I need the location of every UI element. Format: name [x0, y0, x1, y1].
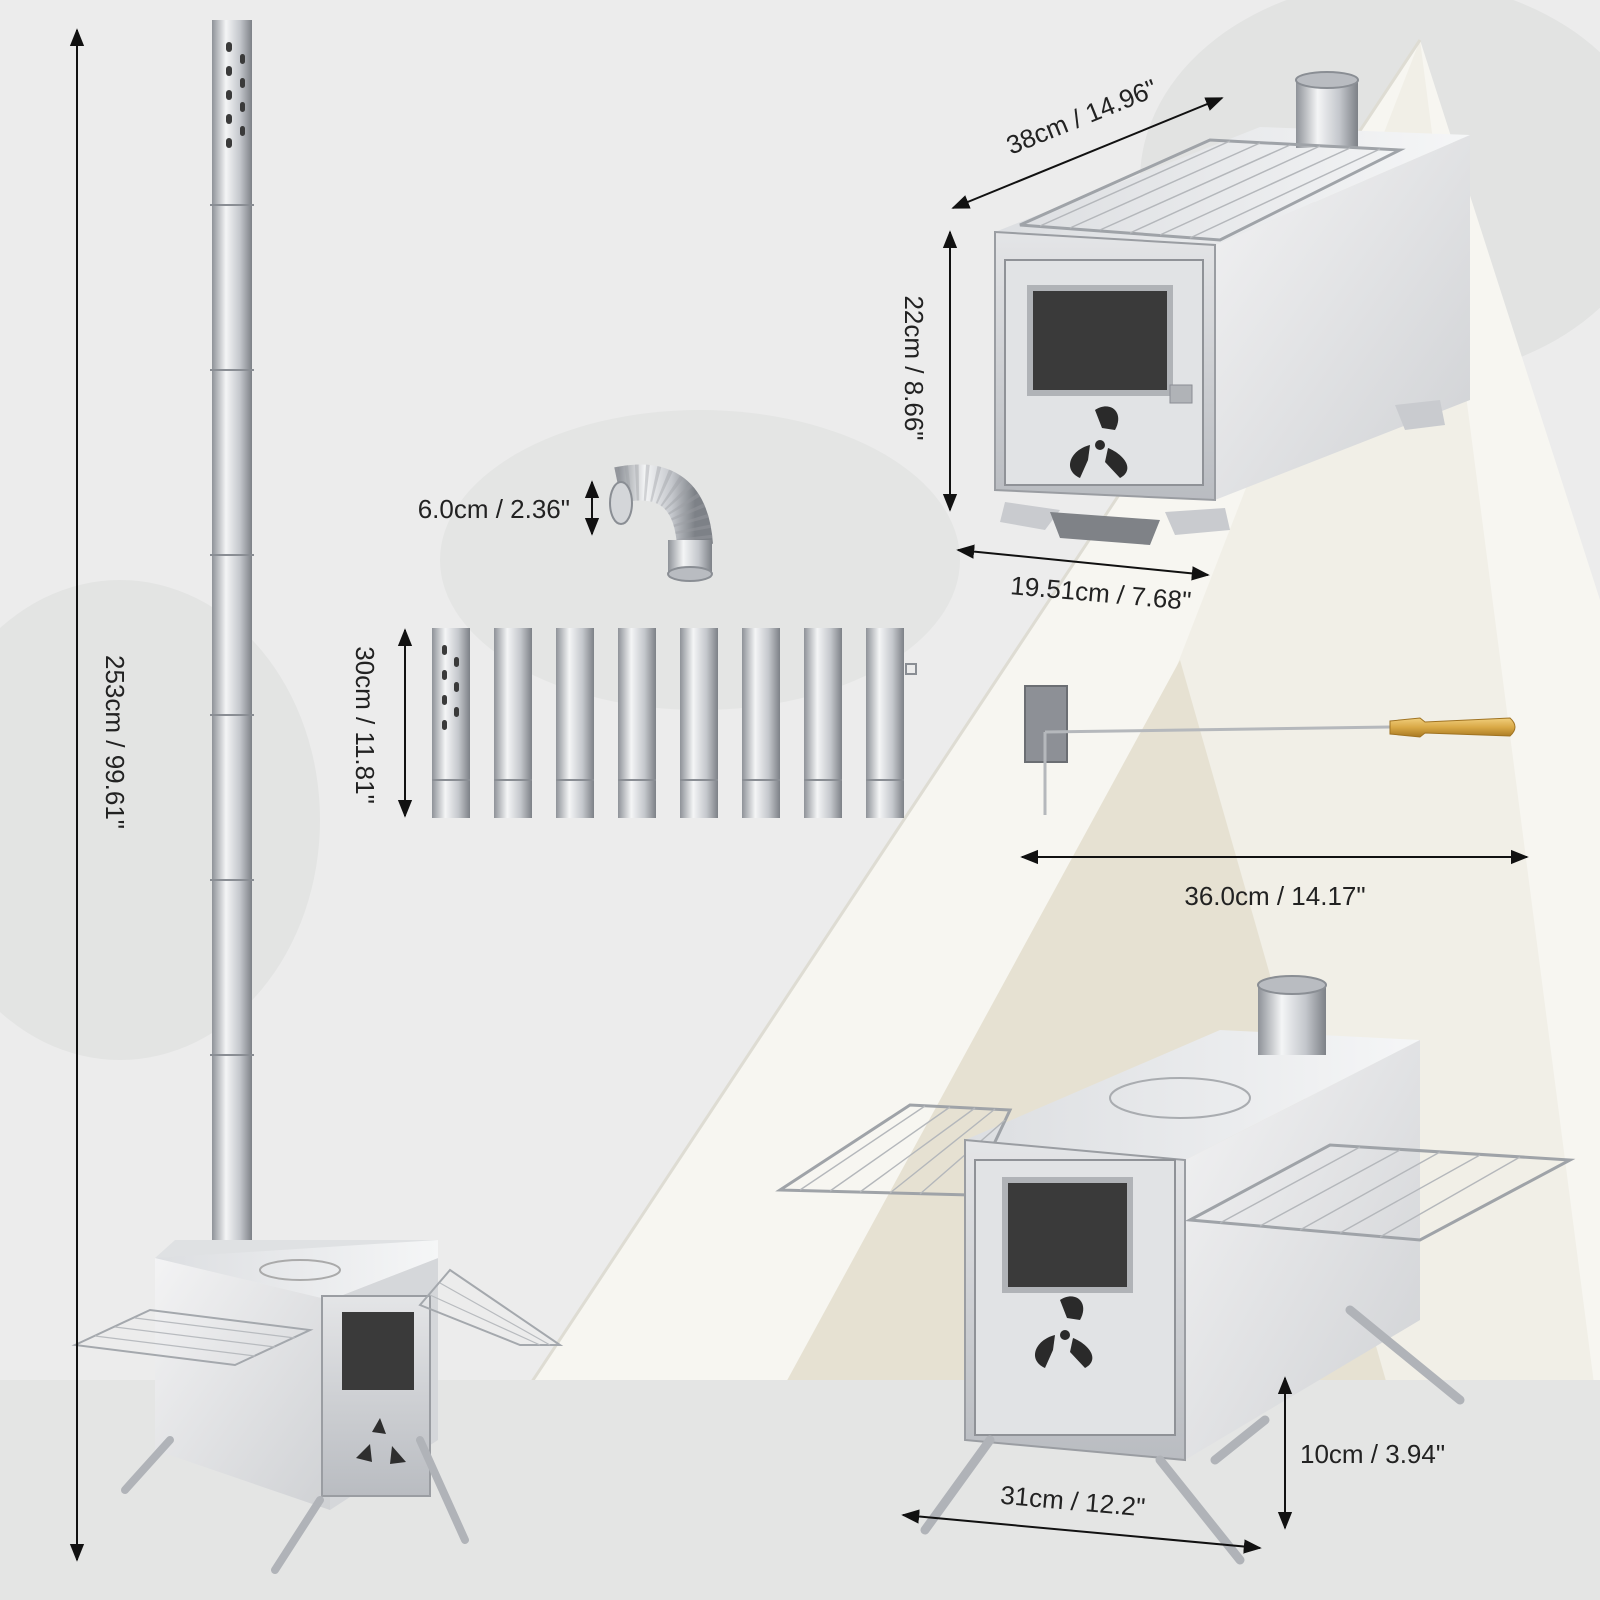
stove-body-height-label: 22cm / 8.66" — [899, 295, 929, 440]
poker-length-label: 36.0cm / 14.17" — [1184, 881, 1365, 911]
small-stove-right-shelf — [418, 1268, 564, 1346]
stove-with-shelves — [775, 975, 1576, 1565]
pipe-section-icon — [680, 628, 718, 818]
pipe-section-icon — [494, 628, 532, 818]
left-side-shelf — [775, 1103, 1013, 1197]
pipe-section-icon — [556, 628, 594, 818]
total-height-label: 253cm / 99.61" — [100, 655, 130, 829]
pipe-section-icon — [866, 628, 917, 818]
poker-icon — [1024, 685, 1516, 815]
assembled-stove-with-chimney — [71, 20, 564, 1574]
small-stove-left-shelf — [71, 1308, 314, 1367]
fan-vent-icon — [1069, 406, 1128, 478]
elbow-pipe-icon — [609, 464, 713, 582]
leg-span-dimension — [901, 1509, 1262, 1554]
stove-top-length-dimension — [951, 97, 1224, 209]
chimney-pipe-icon — [212, 20, 252, 1260]
stove-window — [1027, 285, 1173, 396]
pipe-section-icon — [742, 628, 780, 818]
lower-stove-window — [1002, 1177, 1133, 1293]
pipe-sections — [432, 628, 917, 818]
right-side-shelf — [1184, 1143, 1576, 1242]
lower-fan-vent-icon — [1034, 1296, 1093, 1368]
pipe-section-icon — [432, 628, 470, 818]
leg-height-label: 10cm / 3.94" — [1300, 1439, 1445, 1469]
stove-front-width-dimension — [956, 544, 1210, 581]
small-stove-window — [342, 1312, 414, 1390]
pipe-section-icon — [804, 628, 842, 818]
pipe-section-length-label: 30cm / 11.81" — [350, 646, 380, 804]
elbow-diameter-label: 6.0cm / 2.36" — [418, 494, 570, 524]
pipe-section-icon — [618, 628, 656, 818]
